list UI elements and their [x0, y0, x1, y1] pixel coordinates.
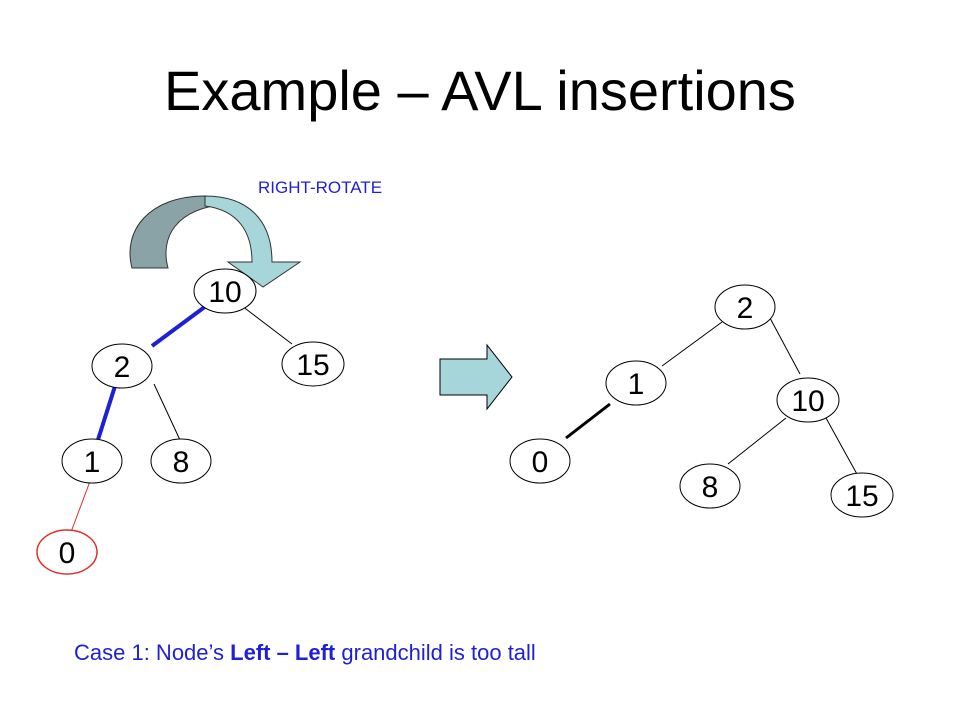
edge-10-15: [825, 417, 859, 477]
edge-1-0: [70, 475, 93, 533]
node-label: 1: [628, 368, 645, 401]
transform-arrow-icon: [439, 343, 513, 411]
tree-node: 2: [91, 343, 153, 389]
tree-node: 1: [61, 438, 123, 484]
caption-suffix: grandchild is too tall: [335, 640, 536, 665]
caption-prefix: Case 1: Node’s: [74, 640, 231, 665]
caption-emphasis: Left – Left: [230, 640, 336, 665]
node-label: 8: [173, 446, 190, 479]
node-label: 10: [208, 276, 241, 309]
edge-2-1: [94, 382, 118, 447]
rotation-label: RIGHT-ROTATE: [258, 178, 383, 197]
case-caption: Case 1: Node’s Left – Left grandchild is…: [74, 640, 536, 666]
tree-node: 15: [830, 472, 894, 518]
node-label: 10: [791, 385, 824, 418]
tree-node-new: 0: [36, 529, 98, 575]
tree-node: 2: [714, 284, 776, 330]
tree-node: 0: [509, 438, 571, 484]
node-label: 15: [296, 349, 329, 382]
tree-node: 1: [605, 360, 667, 406]
edge-2-10: [769, 317, 801, 375]
edge-2-1: [661, 321, 723, 367]
rotate-arrow-icon: [129, 195, 302, 288]
node-label: 8: [702, 471, 719, 504]
node-label: 2: [114, 351, 131, 384]
edge-10-15: [241, 305, 293, 345]
tree-node: 10: [776, 377, 840, 423]
tree-node: 8: [150, 438, 212, 484]
slide-title: Example – AVL insertions: [164, 59, 796, 122]
edge-10-2: [150, 304, 208, 348]
node-label: 0: [532, 446, 549, 479]
edge-1-0: [565, 402, 611, 440]
rotate-arrow-front: [204, 195, 302, 288]
tree-node: 8: [679, 463, 741, 509]
tree-node: 10: [193, 268, 257, 314]
node-label: 0: [59, 537, 76, 570]
node-label: 1: [84, 446, 101, 479]
tree-node: 15: [281, 341, 345, 387]
node-label: 2: [737, 292, 754, 325]
edge-10-8: [727, 417, 787, 465]
edge-2-8: [153, 383, 181, 441]
node-label: 15: [845, 480, 878, 513]
